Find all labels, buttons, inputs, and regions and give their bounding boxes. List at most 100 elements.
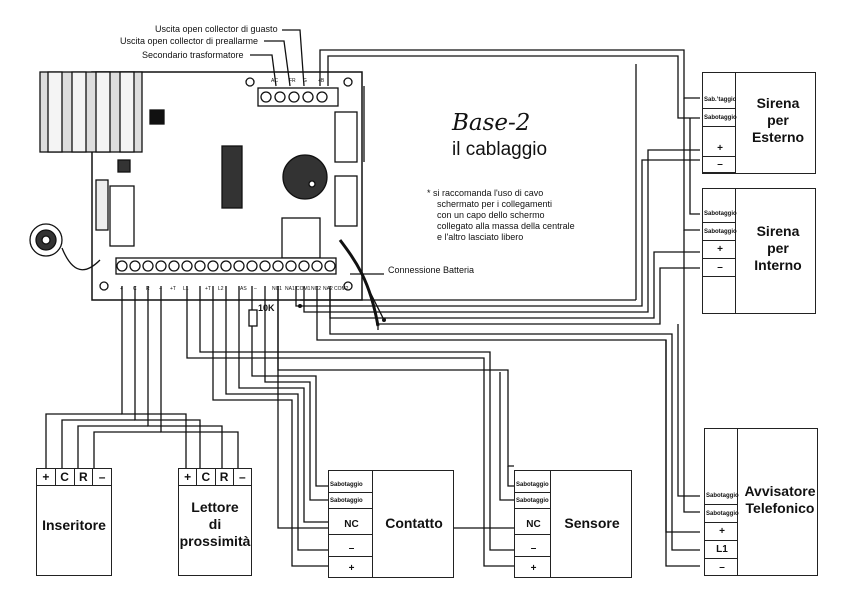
sirena-esterno-terminal: + [703, 141, 736, 157]
key-switch [29, 223, 101, 271]
header-cell: C [197, 469, 216, 485]
sensore-terminal: Sabotaggio [515, 493, 551, 509]
lettore-name: Lettore di prossimità [179, 499, 251, 550]
name-line: prossimità [179, 533, 251, 549]
name-line: Lettore [191, 499, 239, 515]
inseritore-box: + C R – Inseritore [36, 468, 112, 576]
top-terminal-label: +B [318, 78, 325, 84]
avvisatore-terminal: + [705, 523, 738, 541]
lettore-box: + C R – Lettore di prossimità [178, 468, 252, 576]
bottom-terminal-label: COM2 [334, 286, 349, 292]
bottom-terminal-label: L1 [183, 286, 189, 292]
top-terminal-label: AC [271, 78, 278, 84]
bottom-terminal-label: NA1 [285, 286, 295, 292]
callout-batteria: Connessione Batteria [388, 265, 475, 275]
header-cell: R [75, 469, 94, 485]
bottom-terminal-label: L2 [218, 286, 224, 292]
name-line: di [208, 516, 222, 532]
name-line: per [767, 240, 789, 256]
sirena-interno-terminal: Sabotaggio [703, 223, 737, 241]
cable-note: * si raccomanda l'uso di cavo schermato … [427, 188, 575, 243]
sirena-esterno-box: Sab.’taggio Sabotaggio + – Sirena per Es… [702, 72, 816, 174]
header-cell: – [98, 470, 106, 484]
diagram-subtitle: il cablaggio [452, 139, 548, 160]
sensore-name: Sensore [564, 515, 620, 531]
bottom-terminal-label: +T [205, 286, 211, 292]
sirena-interno-box: Sabotaggio Sabotaggio + – Sirena per Int… [702, 188, 816, 314]
bottom-terminal-label: NA2 [323, 286, 333, 292]
bottom-terminal-label: – [159, 286, 162, 292]
name-line: Interno [754, 257, 802, 273]
sirena-interno-terminal: Sabotaggio [703, 205, 737, 223]
contatto-terminal: Sabotaggio [329, 493, 373, 509]
header-cell: + [179, 469, 198, 485]
name-line: Avvisatore [744, 483, 816, 499]
sensore-terminal: – [515, 541, 551, 557]
sirena-interno-terminal: + [703, 241, 736, 259]
top-terminal-block [257, 87, 339, 107]
bottom-terminal-block [115, 257, 337, 275]
avvisatore-terminal: – [719, 562, 725, 573]
callout-trasformatore: Secondario trasformatore [142, 50, 244, 60]
name-line: Sirena [756, 223, 800, 239]
bottom-terminal-label: C [133, 286, 137, 292]
avvisatore-box: Sabotaggio Sabotaggio + L1 – Avvisatore … [704, 428, 818, 576]
lettore-header: + C R – [178, 468, 252, 486]
sensore-terminal: Sabotaggio [515, 477, 551, 493]
name-line: Telefonico [745, 500, 815, 516]
sirena-interno-terminal: – [703, 259, 736, 277]
sensore-box: Sabotaggio Sabotaggio NC – + Sensore [514, 470, 632, 578]
microcontroller-chip [221, 145, 243, 209]
note-line: schermato per i collegamenti [437, 199, 553, 209]
bottom-terminal-label: COM1 [296, 286, 311, 292]
name-line: Esterno [751, 129, 805, 145]
sirena-esterno-terminal: Sabotaggio [703, 109, 737, 127]
bottom-terminal-label: + [120, 286, 123, 292]
contatto-terminal: Sabotaggio [329, 477, 373, 493]
bottom-terminal-label: AS [240, 286, 247, 292]
bottom-terminal-label: NC2 [311, 286, 322, 292]
name-line: Sirena [756, 95, 800, 111]
sensore-terminal: + [530, 562, 537, 574]
avvisatore-terminal: L1 [705, 541, 738, 559]
avvisatore-terminal: Sabotaggio [705, 487, 739, 505]
note-line: * si raccomanda l'uso di cavo [427, 188, 544, 198]
dip-switch [109, 185, 135, 247]
contatto-terminal: NC [329, 515, 373, 535]
resistor-label: 10K [258, 303, 275, 313]
buzzer [282, 154, 328, 200]
bottom-terminal-label: R [146, 286, 150, 292]
note-line: e l'altro lasciato libero [437, 232, 524, 242]
header-cell: + [37, 469, 56, 485]
diagram-title: Base-2 [452, 110, 531, 136]
top-terminal-label: G [303, 78, 307, 84]
header-cell: C [56, 469, 75, 485]
sirena-esterno-terminal: – [703, 157, 736, 173]
callout-guasto: Uscita open collector di guasto [155, 24, 278, 34]
callout-preallarme: Uscita open collector di preallarme [120, 36, 259, 46]
sirena-esterno-terminal: Sab.’taggio [703, 91, 736, 109]
name-line: per [767, 112, 789, 128]
bottom-terminal-label: +T [170, 286, 176, 292]
top-terminal-label: FR [289, 78, 296, 84]
contatto-terminal: – [329, 541, 373, 557]
note-line: con un capo dello schermo [437, 210, 545, 220]
inseritore-header: + C R – [36, 468, 112, 486]
header-cell: R [216, 469, 234, 485]
note-line: collegato alla massa della centrale [437, 221, 575, 231]
contatto-box: Sabotaggio Sabotaggio NC – + Contatto [328, 470, 454, 578]
inseritore-name: Inseritore [42, 517, 106, 533]
avvisatore-name: Avvisatore Telefonico [741, 483, 819, 517]
sirena-interno-name: Sirena per Interno [741, 223, 815, 274]
resistor-10k [248, 309, 258, 327]
contatto-name: Contatto [385, 515, 443, 531]
bottom-terminal-label: – [254, 286, 257, 292]
sensore-terminal: NC [515, 515, 551, 535]
contatto-terminal: + [348, 562, 355, 574]
avvisatore-terminal: Sabotaggio [705, 505, 739, 523]
bottom-terminal-label: NC1 [272, 286, 283, 292]
sirena-esterno-name: Sirena per Esterno [741, 95, 815, 146]
heat-sink [39, 71, 143, 153]
header-cell: – [239, 470, 246, 484]
